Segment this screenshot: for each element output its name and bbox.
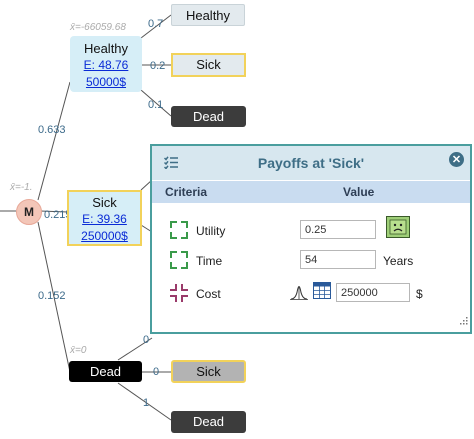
criteria-header: Criteria Value <box>152 180 470 203</box>
checklist-icon <box>163 156 178 174</box>
terminal-node-healthy[interactable]: Healthy <box>171 4 245 26</box>
dialog-titlebar[interactable]: Payoffs at 'Sick' ✕ <box>152 146 470 180</box>
distribution-icon[interactable] <box>290 284 308 305</box>
dead-child-prob-0: 0 <box>143 334 150 346</box>
sick-node-label: Sick <box>92 195 117 210</box>
healthy-effect-link[interactable]: E: 48.76 <box>83 58 129 72</box>
sick-chance-node[interactable]: Sick E: 39.36 250000$ <box>67 190 142 246</box>
dead-child-prob-dead: 1 <box>143 397 150 409</box>
time-unit: Years <box>383 254 414 268</box>
branch-prob-dead: 0.152 <box>38 290 66 302</box>
dead-terminal-node-sick[interactable]: Sick <box>171 360 246 383</box>
dead-terminal-node-dead[interactable]: Dead <box>171 411 246 433</box>
resize-grip-icon[interactable] <box>460 312 468 330</box>
sick-cost-link[interactable]: 250000$ <box>81 229 128 243</box>
payoffs-dialog: Payoffs at 'Sick' ✕ Criteria Value Utili… <box>150 144 472 334</box>
cost-label: Cost <box>196 287 221 301</box>
table-icon[interactable] <box>313 282 331 304</box>
healthy-node-label: Healthy <box>83 41 129 56</box>
cost-icon <box>170 284 188 307</box>
healthy-child-prob-healthy: 0.7 <box>148 18 164 30</box>
markov-node-label: M <box>24 205 34 219</box>
markov-node[interactable]: M <box>16 199 42 225</box>
time-icon <box>170 251 188 274</box>
utility-icon <box>170 221 188 244</box>
time-label: Time <box>196 254 223 268</box>
terminal-node-dead[interactable]: Dead <box>171 106 246 127</box>
branch-prob-sick: 0.215 <box>44 209 72 221</box>
dead-expected-value: x̄=0 <box>70 345 87 356</box>
value-column-header: Value <box>343 185 375 199</box>
healthy-chance-node[interactable]: Healthy E: 48.76 50000$ <box>70 36 142 92</box>
cost-value-input[interactable] <box>336 283 410 302</box>
criteria-column-header: Criteria <box>165 185 208 199</box>
time-value-input[interactable] <box>300 250 376 269</box>
sick-effect-link[interactable]: E: 39.36 <box>82 212 127 226</box>
dead-node[interactable]: Dead <box>69 361 142 382</box>
dead-child-prob-sick: 0 <box>153 366 160 378</box>
branch-prob-healthy: 0.633 <box>38 124 66 136</box>
healthy-child-prob-sick: 0.2 <box>150 60 166 72</box>
utility-value-input[interactable] <box>300 220 376 239</box>
healthy-child-prob-dead: 0.1 <box>148 99 164 111</box>
terminal-node-sick[interactable]: Sick <box>171 53 246 77</box>
healthy-expected-value: x̄=-66059.68 <box>70 22 126 33</box>
healthy-cost-link[interactable]: 50000$ <box>85 75 127 89</box>
dialog-title: Payoffs at 'Sick' <box>257 155 365 171</box>
sad-face-icon[interactable] <box>386 216 410 243</box>
root-expected-value: x̄=-1. <box>10 182 33 193</box>
close-icon[interactable]: ✕ <box>449 152 464 167</box>
utility-label: Utility <box>196 224 226 238</box>
cost-unit: $ <box>416 287 423 301</box>
